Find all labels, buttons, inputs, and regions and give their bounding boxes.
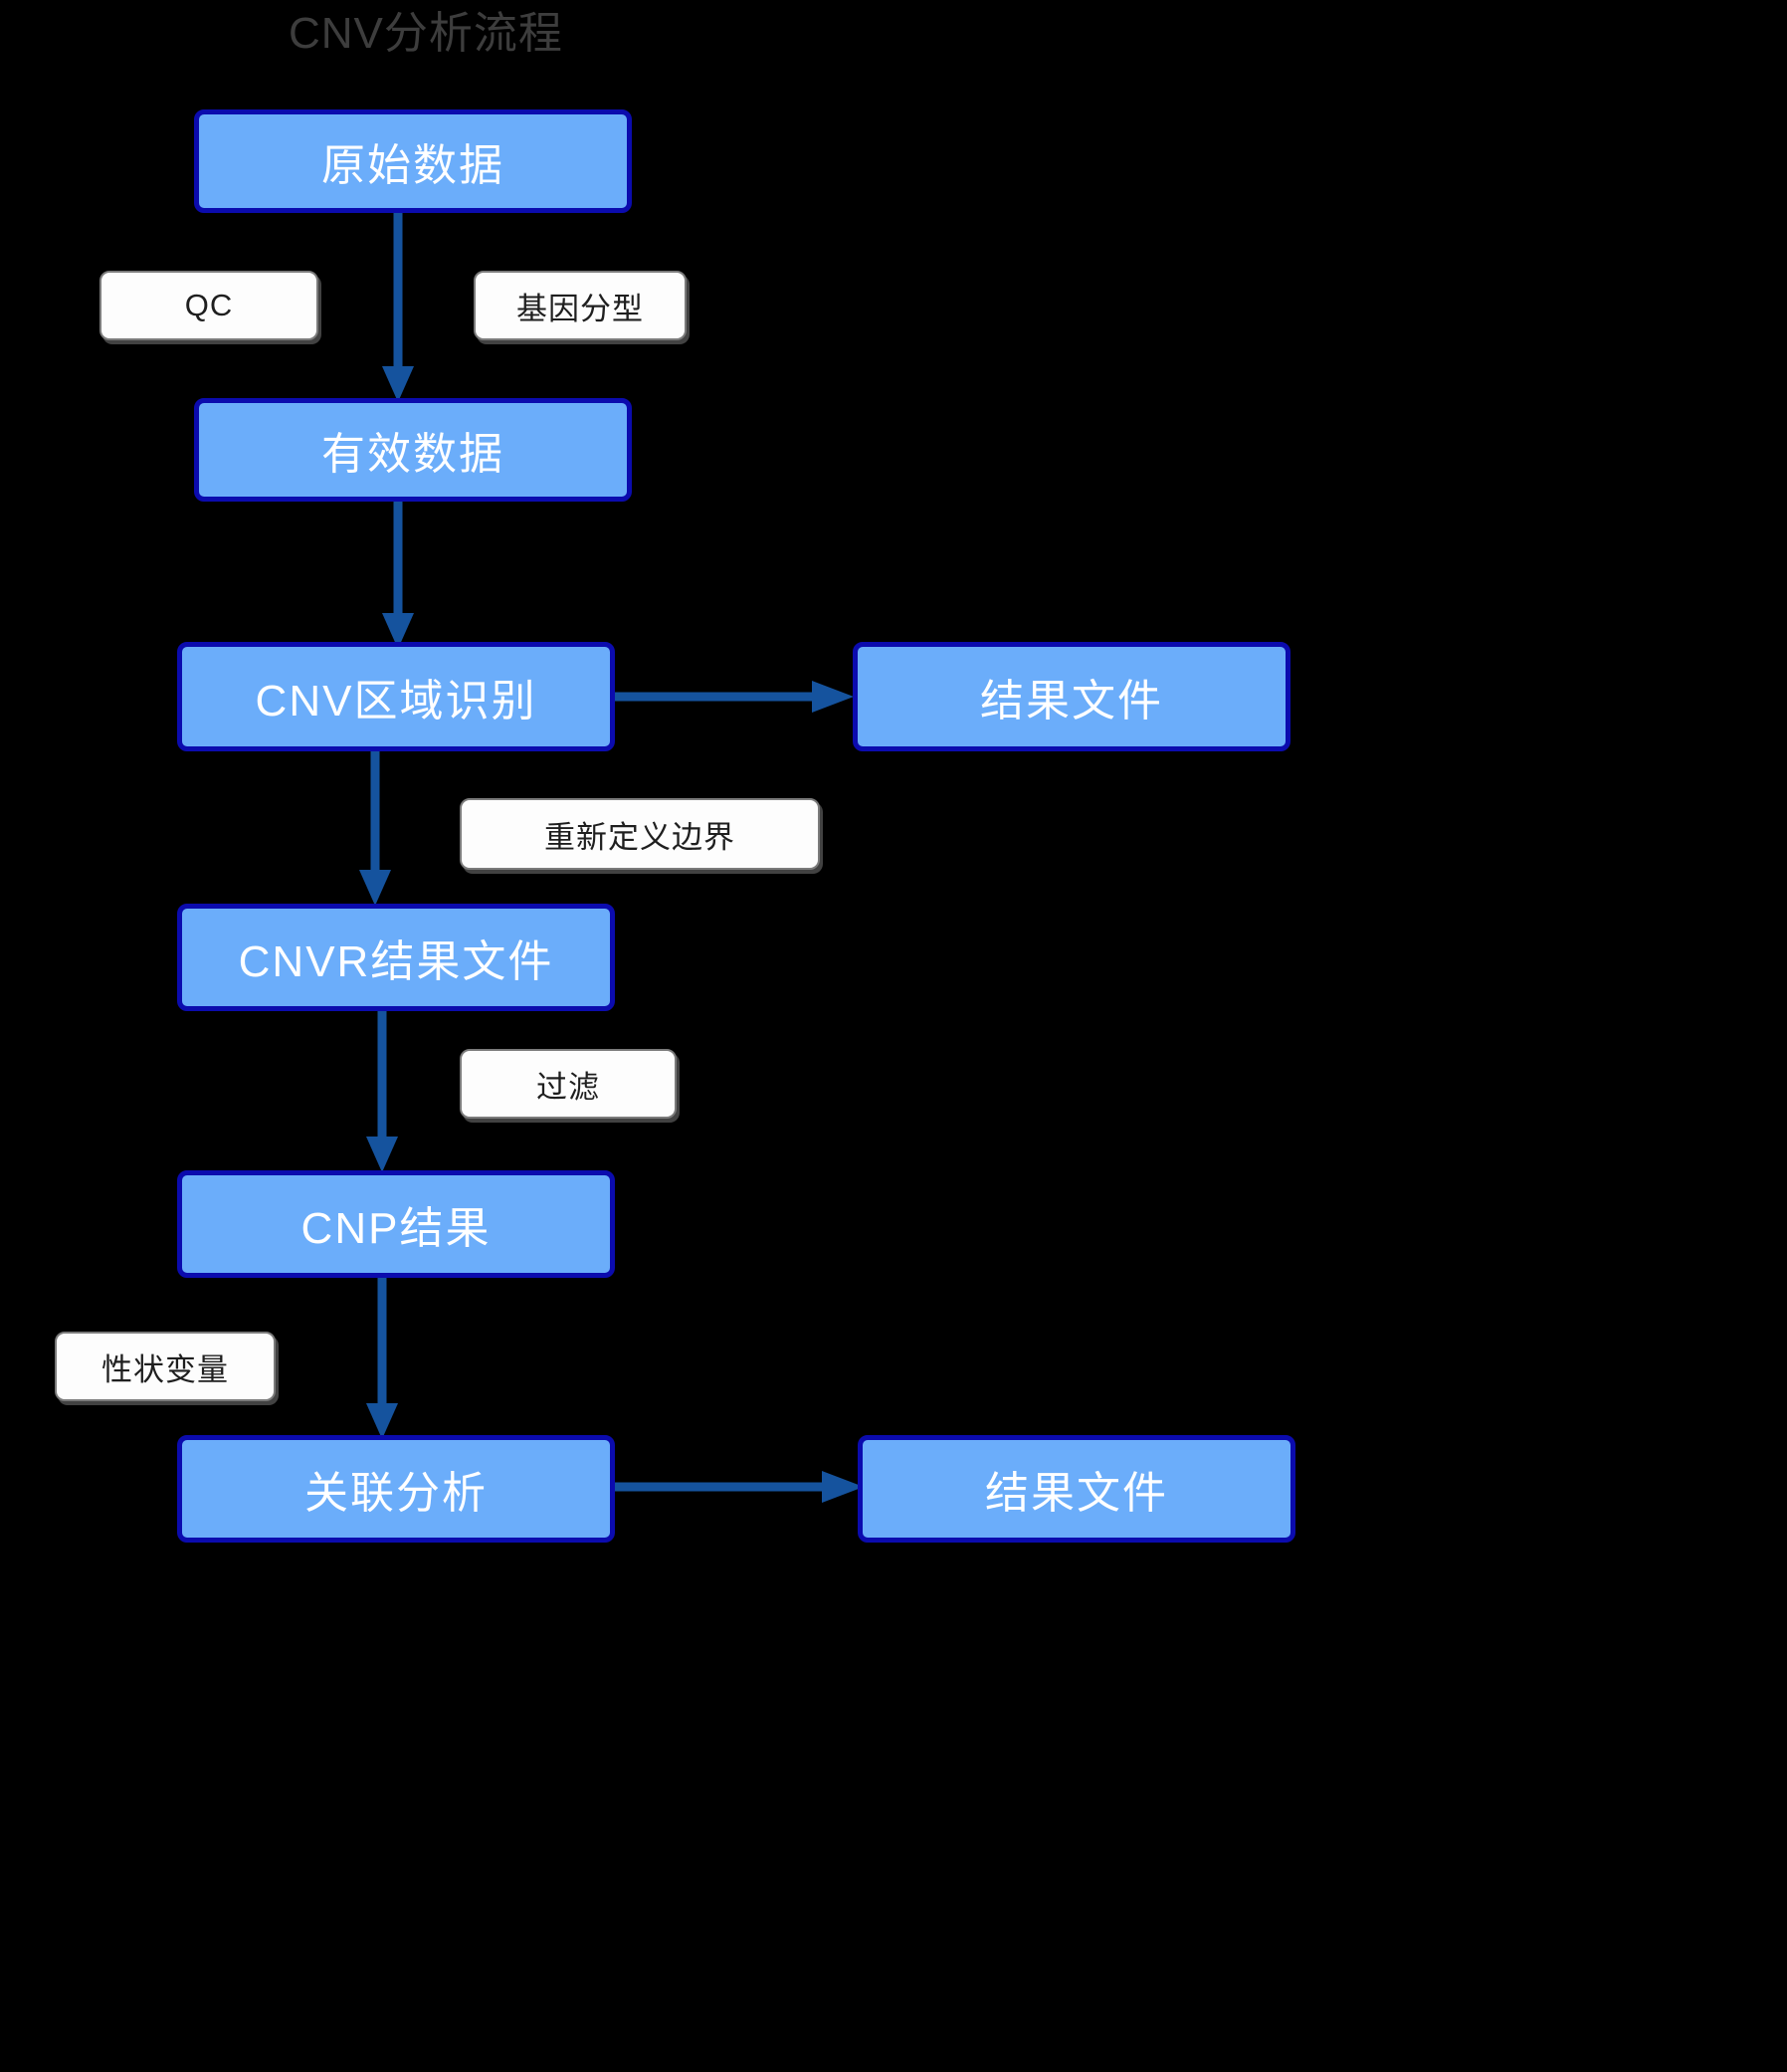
node-label: 结果文件: [980, 677, 1163, 725]
edge-label-text: 重新定义边界: [544, 819, 735, 855]
node-cnv-region-detection[interactable]: CNV区域识别: [177, 642, 615, 751]
edge-label-text: 过滤: [536, 1069, 600, 1105]
node-cnvr-result-file[interactable]: CNVR结果文件: [177, 904, 615, 1011]
edge-cnvr-to-cnp: [360, 1007, 404, 1178]
node-label: 结果文件: [985, 1469, 1168, 1518]
edge-label-trait-variable[interactable]: 性状变量: [55, 1332, 276, 1401]
node-raw-data[interactable]: 原始数据: [194, 109, 632, 213]
edge-cnvcall-to-result1: [609, 675, 864, 719]
page-title: CNV分析流程: [289, 9, 563, 58]
node-label: 有效数据: [321, 430, 504, 479]
node-association-analysis[interactable]: 关联分析: [177, 1435, 615, 1543]
node-label: CNP结果: [300, 1204, 492, 1253]
node-cnp-result[interactable]: CNP结果: [177, 1170, 615, 1278]
node-valid-data[interactable]: 有效数据: [194, 398, 632, 502]
node-label: 关联分析: [304, 1469, 488, 1518]
edge-raw-to-valid: [376, 211, 420, 406]
node-label: 原始数据: [321, 141, 504, 190]
edge-label-text: 性状变量: [101, 1351, 229, 1387]
edge-assoc-to-result2: [609, 1465, 874, 1509]
node-label: CNVR结果文件: [238, 937, 554, 986]
edge-label-text: QC: [184, 288, 234, 322]
node-result-file-2[interactable]: 结果文件: [858, 1435, 1295, 1543]
edge-cnp-to-assoc: [360, 1274, 404, 1445]
node-label: CNV区域识别: [255, 677, 537, 725]
edge-cnvcall-to-cnvr: [353, 746, 397, 912]
edge-valid-to-cnvcall: [376, 500, 420, 655]
edge-label-genotyping[interactable]: 基因分型: [474, 271, 687, 340]
edge-label-qc[interactable]: QC: [99, 271, 318, 340]
edge-label-filter[interactable]: 过滤: [460, 1049, 677, 1119]
edge-label-text: 基因分型: [516, 291, 644, 326]
node-result-file-1[interactable]: 结果文件: [853, 642, 1291, 751]
edge-label-redefine-boundary[interactable]: 重新定义边界: [460, 798, 820, 870]
